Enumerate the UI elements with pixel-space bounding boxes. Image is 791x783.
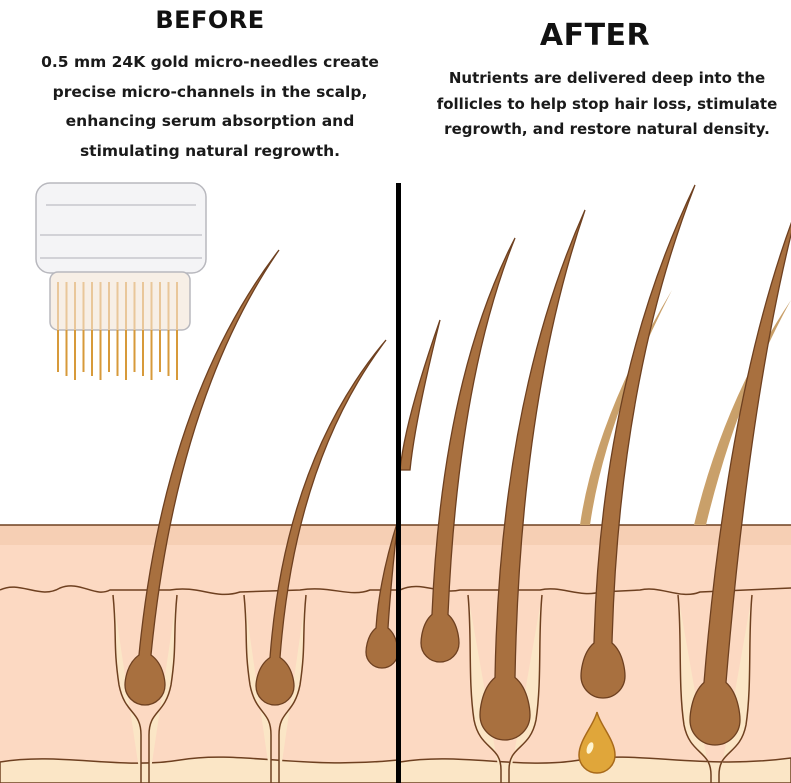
hair-strand: [255, 339, 387, 706]
hair-strand: [399, 319, 441, 471]
before-line: 0.5 mm 24K gold micro-needles create: [41, 53, 379, 71]
before-line: precise micro-channels in the scalp,: [52, 82, 368, 101]
follicle: [467, 594, 543, 783]
after-line: Nutrients are delivered deep into the: [448, 69, 766, 87]
microneedle-device: [35, 182, 207, 380]
gold-needles: [57, 282, 178, 380]
hair-strand: [420, 237, 516, 663]
after-line: follicles to help stop hair loss, stimul…: [436, 94, 778, 113]
hair-strand: [694, 300, 791, 525]
before-line: enhancing serum absorption and: [65, 112, 355, 130]
after-title: AFTER: [539, 18, 651, 53]
before-line: stimulating natural regrowth.: [79, 141, 341, 160]
hair-strand: [580, 184, 696, 699]
after-line: regrowth, and restore natural density.: [444, 120, 770, 138]
hairs: [124, 184, 791, 746]
serum-drop-icon: [578, 711, 616, 774]
divider-line: [396, 183, 401, 783]
hair-strand: [689, 222, 791, 746]
before-title: BEFORE: [155, 6, 265, 34]
hair-strand: [124, 249, 280, 706]
before-description: 0.5 mm 24K gold micro-needles create pre…: [10, 48, 410, 166]
hair-strand: [479, 209, 586, 741]
hair-strand: [365, 519, 399, 669]
hair-strand: [580, 290, 672, 525]
after-description: Nutrients are delivered deep into the fo…: [412, 66, 791, 143]
